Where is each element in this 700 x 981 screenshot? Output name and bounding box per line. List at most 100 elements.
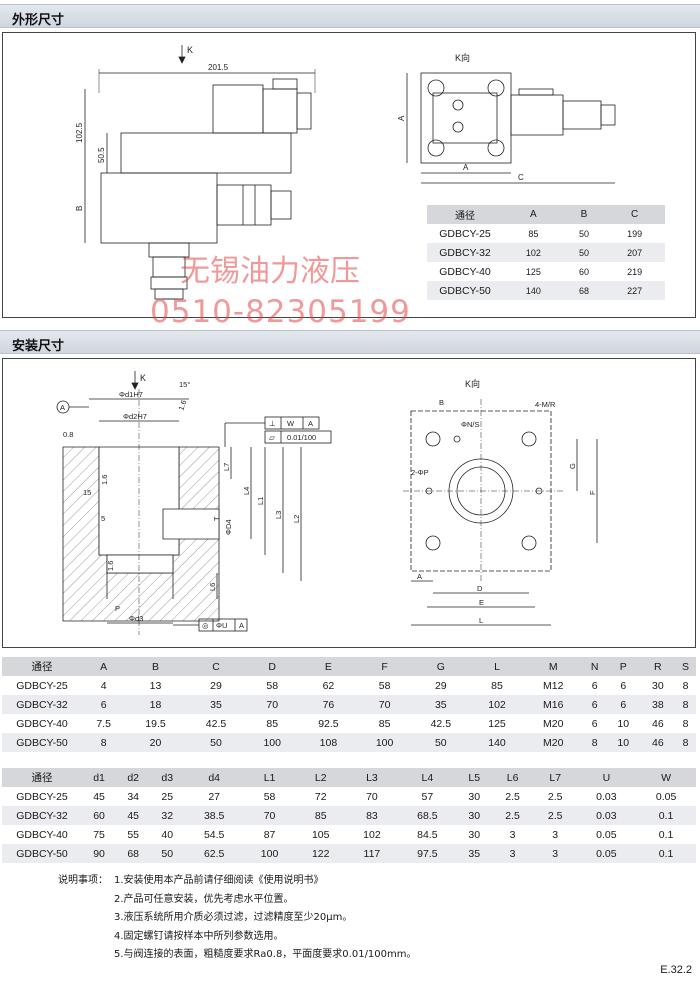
table-cell: 105 — [295, 825, 347, 844]
table-header-cell: D — [246, 657, 299, 676]
install-perp-a: A — [308, 419, 313, 428]
table-cell: 100 — [243, 844, 296, 863]
notes-block: 说明事项： 1.安装使用本产品前请仔细阅读《使用说明书》 2.产品可任意安装，优… — [58, 872, 417, 965]
table-header-cell: N — [583, 657, 606, 676]
notes-spacer — [58, 928, 114, 947]
table-cell: 29 — [410, 676, 472, 695]
table-row: GDBCY-32 6 18 35 70 76 70 35 102 M16 6 6… — [2, 695, 696, 714]
table-header-cell: 通径 — [2, 768, 82, 787]
table-cell: 140 — [471, 733, 523, 752]
outline-k-arrow-label: K — [187, 45, 193, 55]
install-dim-b: B — [439, 398, 444, 407]
table-header-cell: A — [82, 657, 126, 676]
table-cell: GDBCY-50 — [427, 281, 503, 300]
table-header-cell: P — [605, 657, 641, 676]
install-dim-l7: L7 — [222, 463, 231, 471]
table-cell: 55 — [116, 825, 151, 844]
table-header-cell: U — [576, 768, 637, 787]
install-dim-t: T — [212, 516, 221, 521]
table-cell: M20 — [522, 714, 584, 733]
notes-row: 2.产品可任意安装，优先考虑水平位置。 — [58, 891, 417, 910]
install-angle-15-top: 15° — [179, 380, 190, 389]
table-cell: 117 — [346, 844, 398, 863]
table-cell: 4 — [82, 676, 126, 695]
table-row: GDBCY-25 4 13 29 58 62 58 29 85 M12 6 6 … — [2, 676, 696, 695]
table-header-cell: R — [640, 657, 676, 676]
table-cell: 62.5 — [184, 844, 244, 863]
table-header-cell: L3 — [346, 768, 398, 787]
install-dim-g: G — [568, 463, 577, 469]
install-rough-1-6-a: 1.6 — [100, 475, 109, 485]
table-cell: M20 — [522, 733, 584, 752]
table-header-row: 通径 d1 d2 d3 d4 L1 L2 L3 L4 L5 L6 L7 U W — [2, 768, 696, 787]
table-cell: GDBCY-40 — [427, 262, 503, 281]
table-cell: 100 — [246, 733, 299, 752]
table-cell: 0.05 — [576, 844, 637, 863]
table-cell: 0.1 — [636, 806, 696, 825]
table-cell: 70 — [358, 695, 411, 714]
table-cell: 50 — [563, 243, 605, 262]
install-drawing-panel: K 15° A Φd1H7 Φd2H7 0.8 1.6 1.6 1.6 15 5… — [2, 358, 696, 648]
note-item: 1.安装使用本产品前请仔细阅读《使用说明书》 — [114, 875, 324, 886]
install-flat-symbol: ▱ — [269, 433, 276, 442]
install-dim-p: P — [115, 604, 120, 613]
table-cell: 34 — [116, 787, 151, 806]
table-cell: GDBCY-50 — [2, 844, 82, 863]
table-cell: 6 — [605, 695, 641, 714]
table-header-cell: M — [522, 657, 584, 676]
table-header-cell: C — [185, 657, 247, 676]
table-cell: 6 — [583, 695, 606, 714]
table-cell: 102 — [471, 695, 523, 714]
table-cell: 60 — [563, 262, 605, 281]
table-cell: 85 — [471, 676, 523, 695]
table-cell: 8 — [583, 733, 606, 752]
note-item: 3.液压系统所用介质必须过滤，过滤精度至少20μm。 — [114, 912, 353, 923]
notes-spacer — [58, 946, 114, 965]
table-cell: 0.1 — [636, 844, 696, 863]
install-dim-l4: L4 — [242, 487, 251, 495]
install-dim-e: E — [479, 598, 484, 607]
table-cell: 25 — [150, 787, 185, 806]
table-cell: 8 — [675, 676, 696, 695]
table-cell: 50 — [185, 733, 247, 752]
table-cell: 7.5 — [82, 714, 126, 733]
table-cell: 42.5 — [410, 714, 472, 733]
table-header-cell: L7 — [533, 768, 577, 787]
table-cell: 38 — [640, 695, 676, 714]
table-cell: 3 — [491, 844, 534, 863]
install-dim-d2: Φd2H7 — [123, 412, 147, 421]
table-cell: GDBCY-32 — [2, 695, 82, 714]
install-dim-m-r: 4-M/R — [535, 400, 556, 409]
table-cell: 13 — [125, 676, 186, 695]
table-header-cell: W — [636, 768, 696, 787]
table-row: GDBCY-32 102 50 207 — [427, 243, 665, 262]
table-cell: 76 — [298, 695, 359, 714]
table-cell: 30 — [640, 676, 676, 695]
outline-dim-a-side: A — [397, 115, 406, 121]
table-cell: 85 — [246, 714, 299, 733]
note-item: 4.固定螺钉请按样本中所列参数选用。 — [114, 930, 284, 942]
table-cell: 92.5 — [298, 714, 359, 733]
table-cell: GDBCY-25 — [2, 676, 82, 695]
table-cell: 122 — [295, 844, 347, 863]
table-cell: 108 — [298, 733, 359, 752]
table-cell: 0.03 — [576, 787, 637, 806]
table-cell: 100 — [358, 733, 411, 752]
install-flat-value: 0.01/100 — [287, 433, 316, 442]
table-cell: 83 — [346, 806, 398, 825]
table-row: GDBCY-32 60 45 32 38.5 70 85 83 68.5 30 … — [2, 806, 696, 825]
table-cell: 2.5 — [491, 787, 534, 806]
section-header-install: 安装尺寸 — [0, 330, 700, 354]
table-cell: 219 — [604, 262, 665, 281]
table-cell: 62 — [298, 676, 359, 695]
table-cell: 3 — [533, 825, 577, 844]
table-header-cell: F — [358, 657, 411, 676]
table-cell: 70 — [243, 806, 296, 825]
table-header-cell: d1 — [82, 768, 117, 787]
table-cell: 90 — [82, 844, 117, 863]
outline-dim-b: B — [75, 206, 84, 211]
table-row: GDBCY-40 125 60 219 — [427, 262, 665, 281]
table-header-cell: d3 — [150, 768, 185, 787]
table-cell: 50 — [410, 733, 472, 752]
table-header-cell: S — [675, 657, 696, 676]
